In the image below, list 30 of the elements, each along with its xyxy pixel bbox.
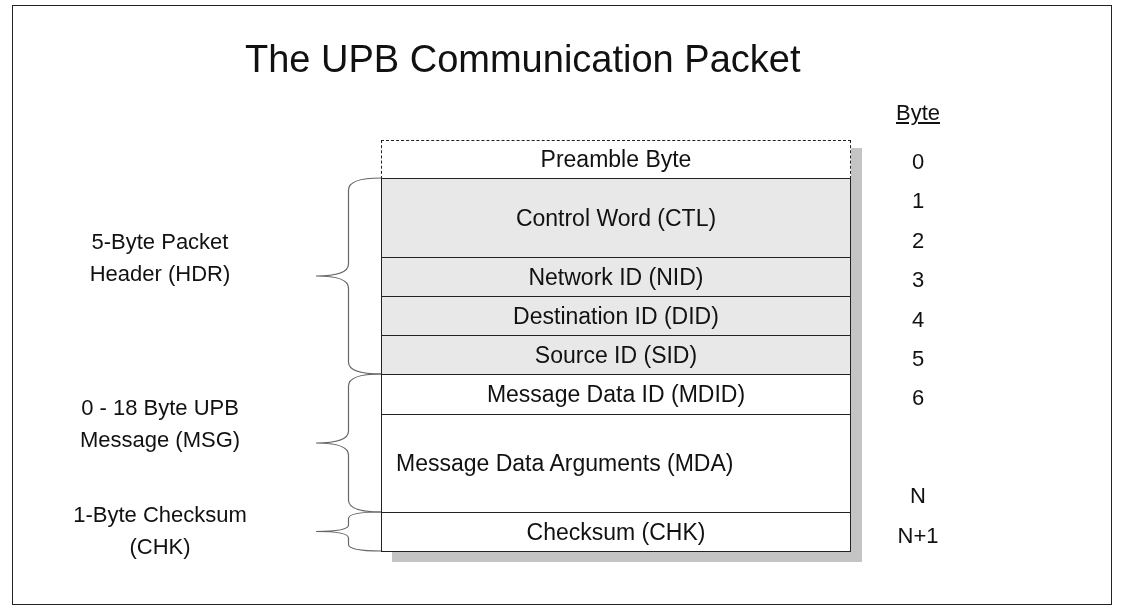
byte-number: N xyxy=(909,482,927,510)
field-box xyxy=(381,512,851,552)
section-label: 0 - 18 Byte UPB Message (MSG) xyxy=(78,394,242,454)
field-label: Message Data Arguments (MDA) xyxy=(396,450,734,477)
byte-number: 4 xyxy=(910,306,926,334)
diagram-title: The UPB Communication Packet xyxy=(245,38,801,81)
field-box xyxy=(381,374,851,415)
field-box xyxy=(381,257,851,297)
byte-number: N+1 xyxy=(896,522,940,550)
column-heading: Byte xyxy=(895,99,941,127)
section-label: 1-Byte Checksum (CHK) xyxy=(72,501,248,561)
field-label: Checksum (CHK) xyxy=(526,518,706,546)
byte-number: 6 xyxy=(910,384,926,412)
field-label: Preamble Byte xyxy=(540,146,692,173)
byte-number: 0 xyxy=(910,148,926,176)
field-label: Message Data ID (MDID) xyxy=(486,381,746,408)
byte-number: 1 xyxy=(910,187,926,215)
field-box xyxy=(381,296,851,336)
field-label: Control Word (CTL) xyxy=(515,204,717,232)
byte-number: 2 xyxy=(910,227,926,255)
byte-number: 5 xyxy=(910,345,926,373)
field-label: Destination ID (DID) xyxy=(513,302,719,330)
dashed-field-box xyxy=(381,140,851,179)
field-box xyxy=(381,414,851,513)
field-box xyxy=(381,178,851,258)
field-box xyxy=(381,335,851,375)
field-label: Network ID (NID) xyxy=(528,263,704,291)
section-label: 5-Byte Packet Header (HDR) xyxy=(88,228,232,288)
byte-number: 3 xyxy=(910,266,926,294)
field-label: Source ID (SID) xyxy=(534,341,698,369)
